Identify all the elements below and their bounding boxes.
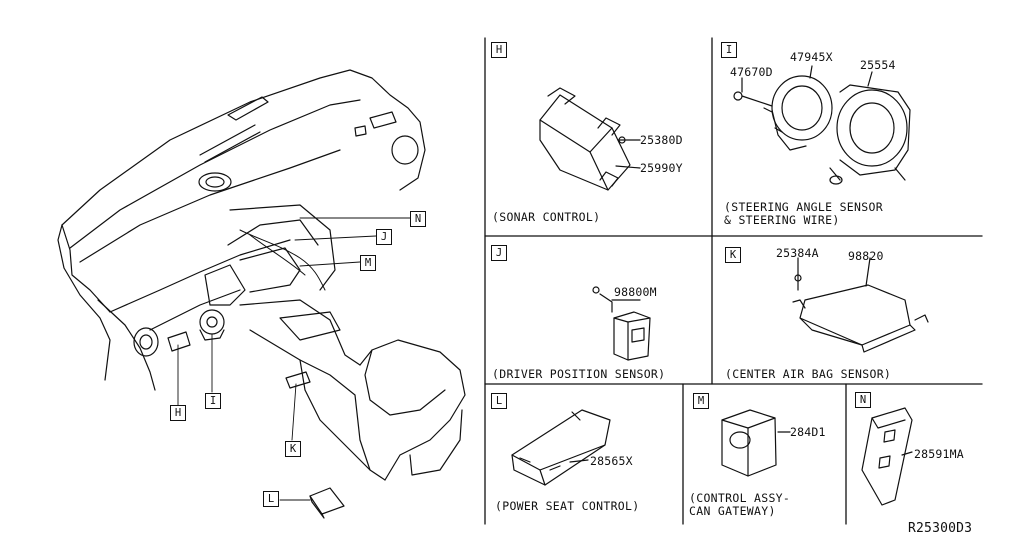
can-gateway-drawing <box>721 409 791 477</box>
callout-m: M <box>360 255 376 271</box>
panel-l-letter: L <box>491 393 507 409</box>
steering-angle-sensor-drawing <box>733 65 911 185</box>
panel-grid-lines <box>484 37 983 525</box>
diagram-code: R25300D3 <box>908 521 973 536</box>
panel-m-caption: (CONTROL ASSY- CAN GATEWAY) <box>689 491 791 518</box>
bracket-28591ma-drawing <box>861 407 913 506</box>
part-number-98820: 98820 <box>848 249 884 263</box>
panel-h-caption: (SONAR CONTROL) <box>492 210 601 224</box>
part-number-284d1: 284D1 <box>790 425 826 439</box>
panel-k-caption: (CENTER AIR BAG SENSOR) <box>725 367 892 381</box>
panel-l-caption: (POWER SEAT CONTROL) <box>495 499 640 513</box>
power-seat-control-drawing <box>511 409 611 486</box>
panel-n-letter: N <box>855 392 871 408</box>
part-number-25384a: 25384A <box>776 246 819 260</box>
callout-n: N <box>410 211 426 227</box>
panel-j-letter: J <box>491 245 507 261</box>
sonar-control-drawing <box>539 87 641 191</box>
panel-i-caption: (STEERING ANGLE SENSOR & STEERING WIRE) <box>724 200 883 227</box>
callout-i: I <box>205 393 221 409</box>
panel-k-letter: K <box>725 247 741 263</box>
callout-leader-lines <box>177 217 411 501</box>
callout-h: H <box>170 405 186 421</box>
center-airbag-sensor-drawing <box>792 257 929 353</box>
part-number-25990y: 25990Y <box>640 161 683 175</box>
panel-j-caption: (DRIVER POSITION SENSOR) <box>492 367 666 381</box>
part-number-25554: 25554 <box>860 58 896 72</box>
panel-i-letter: I <box>721 42 737 58</box>
dashboard-overview-drawing <box>57 69 466 519</box>
part-number-47670d: 47670D <box>730 65 773 79</box>
part-number-28565x: 28565X <box>590 454 633 468</box>
part-number-98800m: 98800M <box>614 285 657 299</box>
part-number-47945x: 47945X <box>790 50 833 64</box>
panel-m-letter: M <box>693 393 709 409</box>
callout-j: J <box>376 229 392 245</box>
callout-k: K <box>285 441 301 457</box>
callout-l: L <box>263 491 279 507</box>
part-number-25380d: 25380D <box>640 133 683 147</box>
part-number-28591ma: 28591MA <box>914 447 964 461</box>
panel-h-letter: H <box>491 42 507 58</box>
driver-position-sensor-drawing <box>592 286 651 361</box>
